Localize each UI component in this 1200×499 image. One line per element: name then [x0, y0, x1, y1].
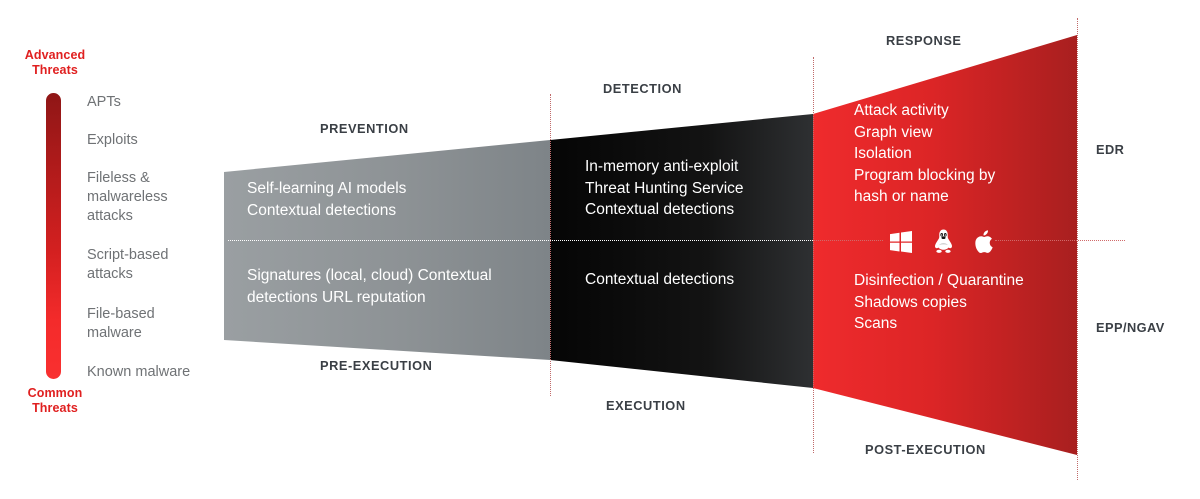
- threat-item-exploits: Exploits: [87, 132, 138, 148]
- caption-prevention: PREVENTION: [320, 121, 409, 136]
- midline-red-right: [995, 240, 1125, 241]
- category-label-edr: EDR: [1096, 142, 1125, 157]
- text-response-top: Attack activity Graph view Isolation Pro…: [854, 102, 996, 205]
- apple-icon: [975, 230, 993, 253]
- threat-item-apts: APTs: [87, 94, 121, 110]
- caption-response: RESPONSE: [886, 33, 962, 48]
- divider-execution: [813, 57, 814, 453]
- funnel-segment-prevention: [224, 140, 550, 360]
- caption-post-execution: POST-EXECUTION: [865, 442, 986, 457]
- threat-item-script-based: Script-based attacks: [87, 247, 169, 282]
- windows-icon: [890, 230, 912, 253]
- divider-post-execution: [1077, 18, 1078, 480]
- category-label-epp-ngav: EPP/NGAV: [1096, 320, 1165, 335]
- threat-item-file-based: File-based malware: [87, 306, 155, 341]
- text-prevention-top: Self-learning AI models Contextual detec…: [247, 180, 407, 219]
- funnel-segment-detection: [550, 114, 813, 388]
- threat-item-fileless: Fileless & malwareless attacks: [87, 170, 168, 224]
- midline-white-left: [228, 240, 813, 241]
- caption-detection: DETECTION: [603, 81, 682, 96]
- text-prevention-bottom: Signatures (local, cloud) Contextual det…: [247, 267, 492, 306]
- divider-pre-execution: [550, 94, 551, 396]
- text-detection-top: In-memory anti-exploit Threat Hunting Se…: [585, 158, 744, 218]
- text-response-bottom: Disinfection / Quarantine Shadows copies…: [854, 272, 1024, 332]
- midline-red-left: [813, 240, 883, 241]
- threat-severity-bar: [46, 93, 61, 379]
- threat-item-known-malware: Known malware: [87, 364, 191, 380]
- caption-execution: EXECUTION: [606, 398, 686, 413]
- text-detection-bottom: Contextual detections: [585, 271, 735, 288]
- os-support-icons: [890, 229, 994, 254]
- linux-tux-icon: [935, 229, 952, 253]
- scale-label-advanced-threats: Advanced Threats: [24, 48, 86, 77]
- scale-label-common-threats: Common Threats: [27, 386, 83, 415]
- caption-pre-execution: PRE-EXECUTION: [320, 358, 433, 373]
